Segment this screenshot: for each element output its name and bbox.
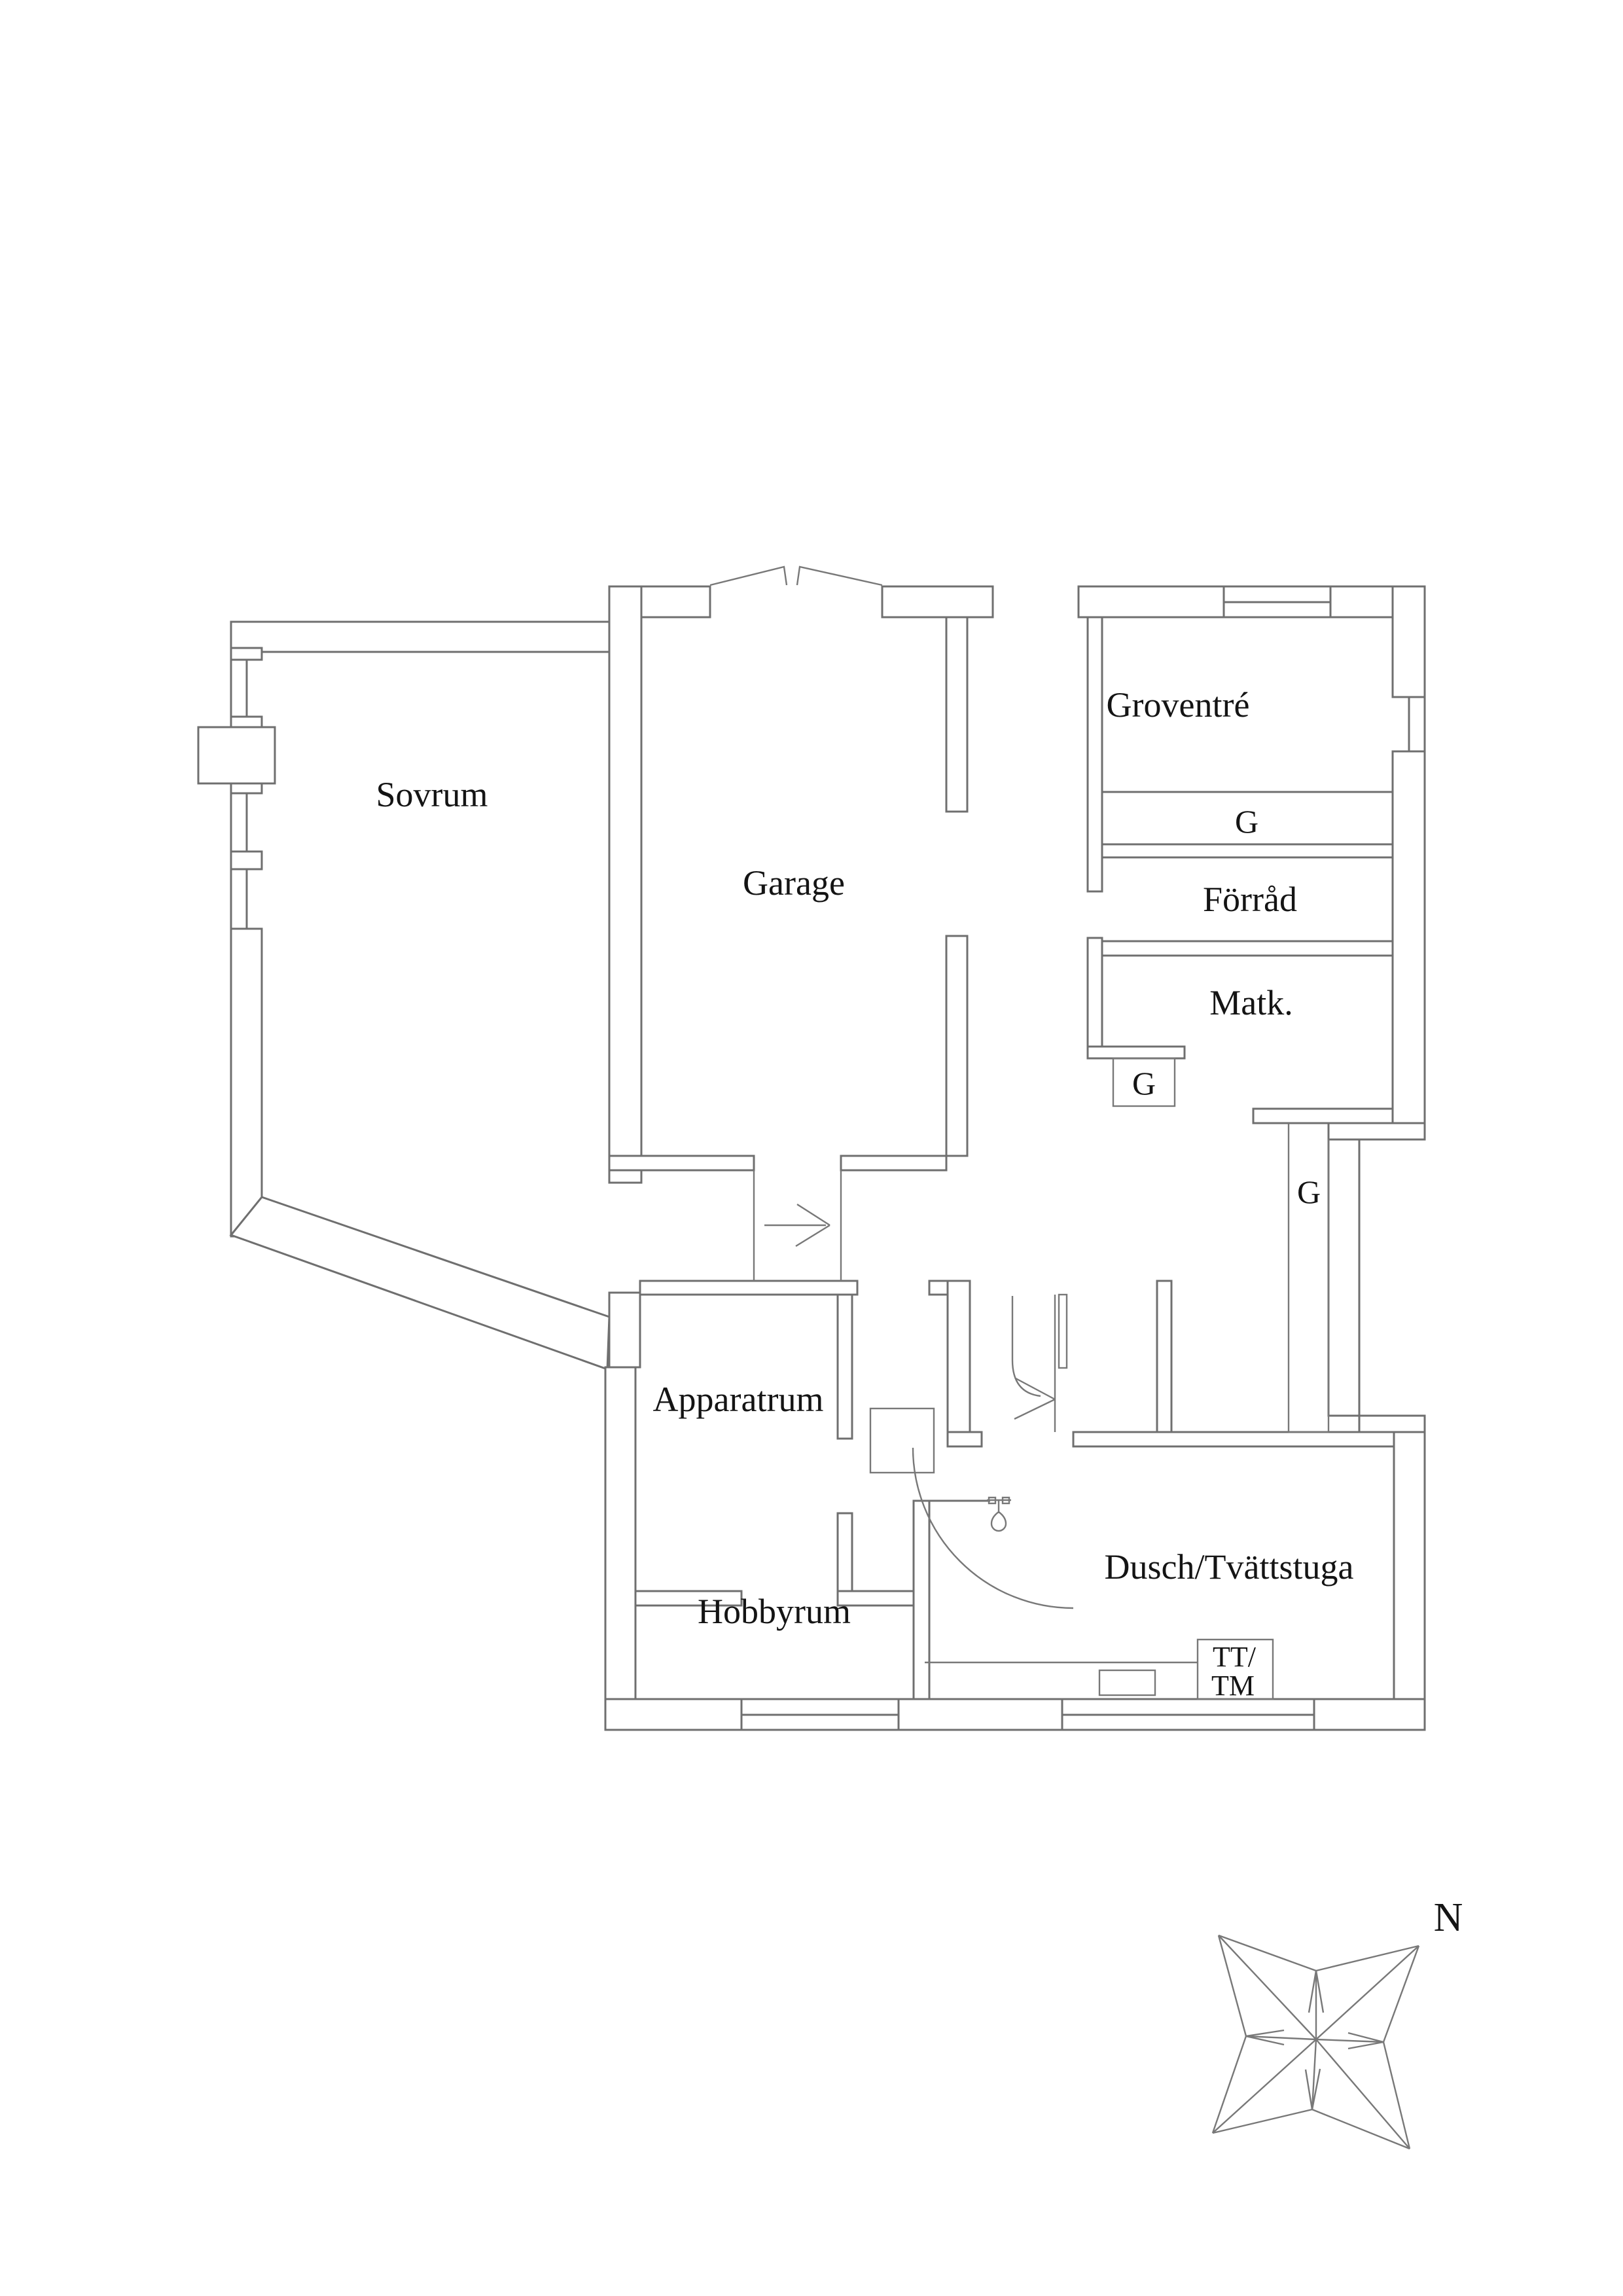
room-label-matk: Matk. (1209, 983, 1293, 1022)
windows (230, 585, 1426, 1731)
window-top (1222, 585, 1332, 619)
room-label-hobbyrum: Hobbyrum (698, 1592, 851, 1631)
wardrobe-corridor (1287, 1123, 1330, 1433)
door-arc (912, 1447, 1074, 1609)
window-bottom-2 (1061, 1698, 1315, 1731)
closet-label-g2: G (1132, 1065, 1156, 1102)
walls (197, 585, 1426, 1731)
appliance-label-tm: TM (1211, 1670, 1255, 1702)
window-left-2 (230, 792, 262, 853)
room-label-sovrum: Sovrum (376, 775, 488, 814)
laundry-fixtures (925, 1638, 1274, 1700)
room-label-garage: Garage (743, 863, 845, 903)
stair-rail (1058, 1293, 1068, 1369)
room-label-dusch: Dusch/Tvättstuga (1105, 1547, 1354, 1587)
entry-arrow-icon (764, 1203, 830, 1247)
sink-box (1098, 1669, 1156, 1696)
wardrobe-box (1112, 1057, 1176, 1107)
closet-label-g3: G (1297, 1174, 1321, 1210)
room-label-apparatrum: Apparatrum (653, 1380, 824, 1419)
staircase (1011, 1293, 1068, 1432)
appliance-label-tt: TT/ (1213, 1641, 1257, 1673)
window-bottom-1 (740, 1698, 900, 1731)
closet-label-g1: G (1235, 803, 1258, 840)
room-label-groventre: Groventré (1107, 685, 1250, 725)
window-right (1393, 696, 1426, 753)
garage-passage (753, 1170, 842, 1281)
shower-icon (987, 1496, 1011, 1532)
window-left-1 (230, 658, 262, 718)
tt-tm-box (1196, 1638, 1274, 1700)
diagonal-wall (229, 1196, 611, 1371)
room-label-forrad: Förråd (1203, 880, 1297, 919)
compass-rose-icon (1211, 1934, 1420, 2150)
bay-bump-out (197, 726, 276, 785)
shaft-box (869, 1407, 935, 1474)
window-left-3 (230, 868, 262, 930)
garage-door-icon (709, 565, 883, 586)
compass-north-label: N (1434, 1895, 1463, 1940)
stairs-down-arrow-icon (1011, 1296, 1056, 1420)
